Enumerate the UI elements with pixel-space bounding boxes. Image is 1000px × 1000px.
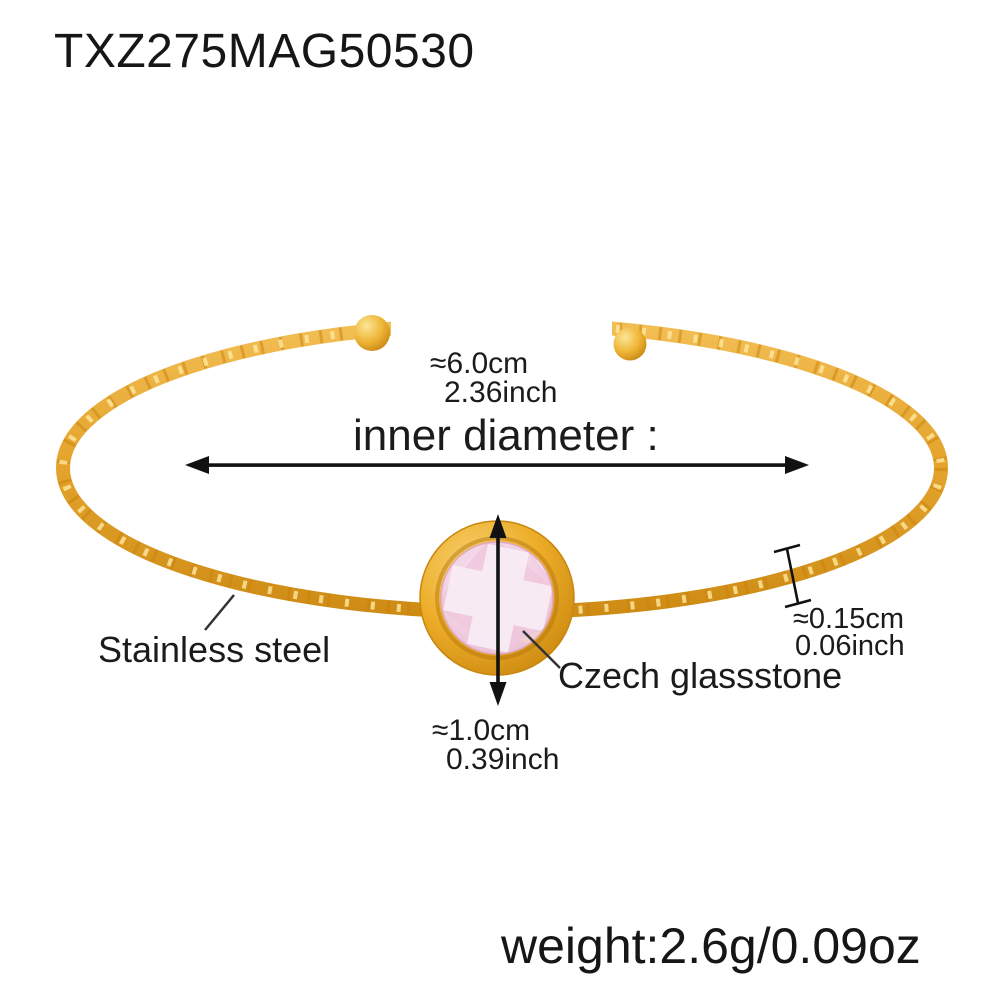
glassstone-leader-line [522, 630, 561, 669]
ball-end-right [613, 327, 647, 361]
thickness-caliper-mark [773, 543, 812, 609]
ball-end-left [354, 315, 390, 351]
inner-diameter-inch: 2.36inch [444, 376, 558, 409]
band-opening-gap [391, 298, 612, 370]
stone-size-measurement: ≈1.0cm 0.39inch [432, 714, 560, 776]
band-thickness-inch: 0.06inch [795, 630, 905, 662]
stainless-leader-line [204, 594, 235, 631]
inner-diameter-label: inner diameter : [353, 411, 659, 460]
product-code: TXZ275MAG50530 [54, 25, 475, 78]
inner-diameter-arrow [185, 456, 809, 474]
product-weight: weight:2.6g/0.09oz [501, 918, 921, 974]
band-thickness-cm: ≈0.15cm [793, 603, 905, 635]
inner-diameter-cm: ≈6.0cm [430, 347, 529, 380]
stone-size-arrow [489, 514, 507, 706]
band-thickness-measurement: ≈0.15cm 0.06inch [793, 603, 905, 662]
stone-size-inch: 0.39inch [446, 743, 560, 776]
inner-diameter-measurement: ≈6.0cm 2.36inch [430, 347, 558, 409]
material-label: Stainless steel [98, 629, 331, 670]
stone-material-label: Czech glassstone [558, 655, 843, 696]
stone-size-cm: ≈1.0cm [432, 714, 531, 747]
